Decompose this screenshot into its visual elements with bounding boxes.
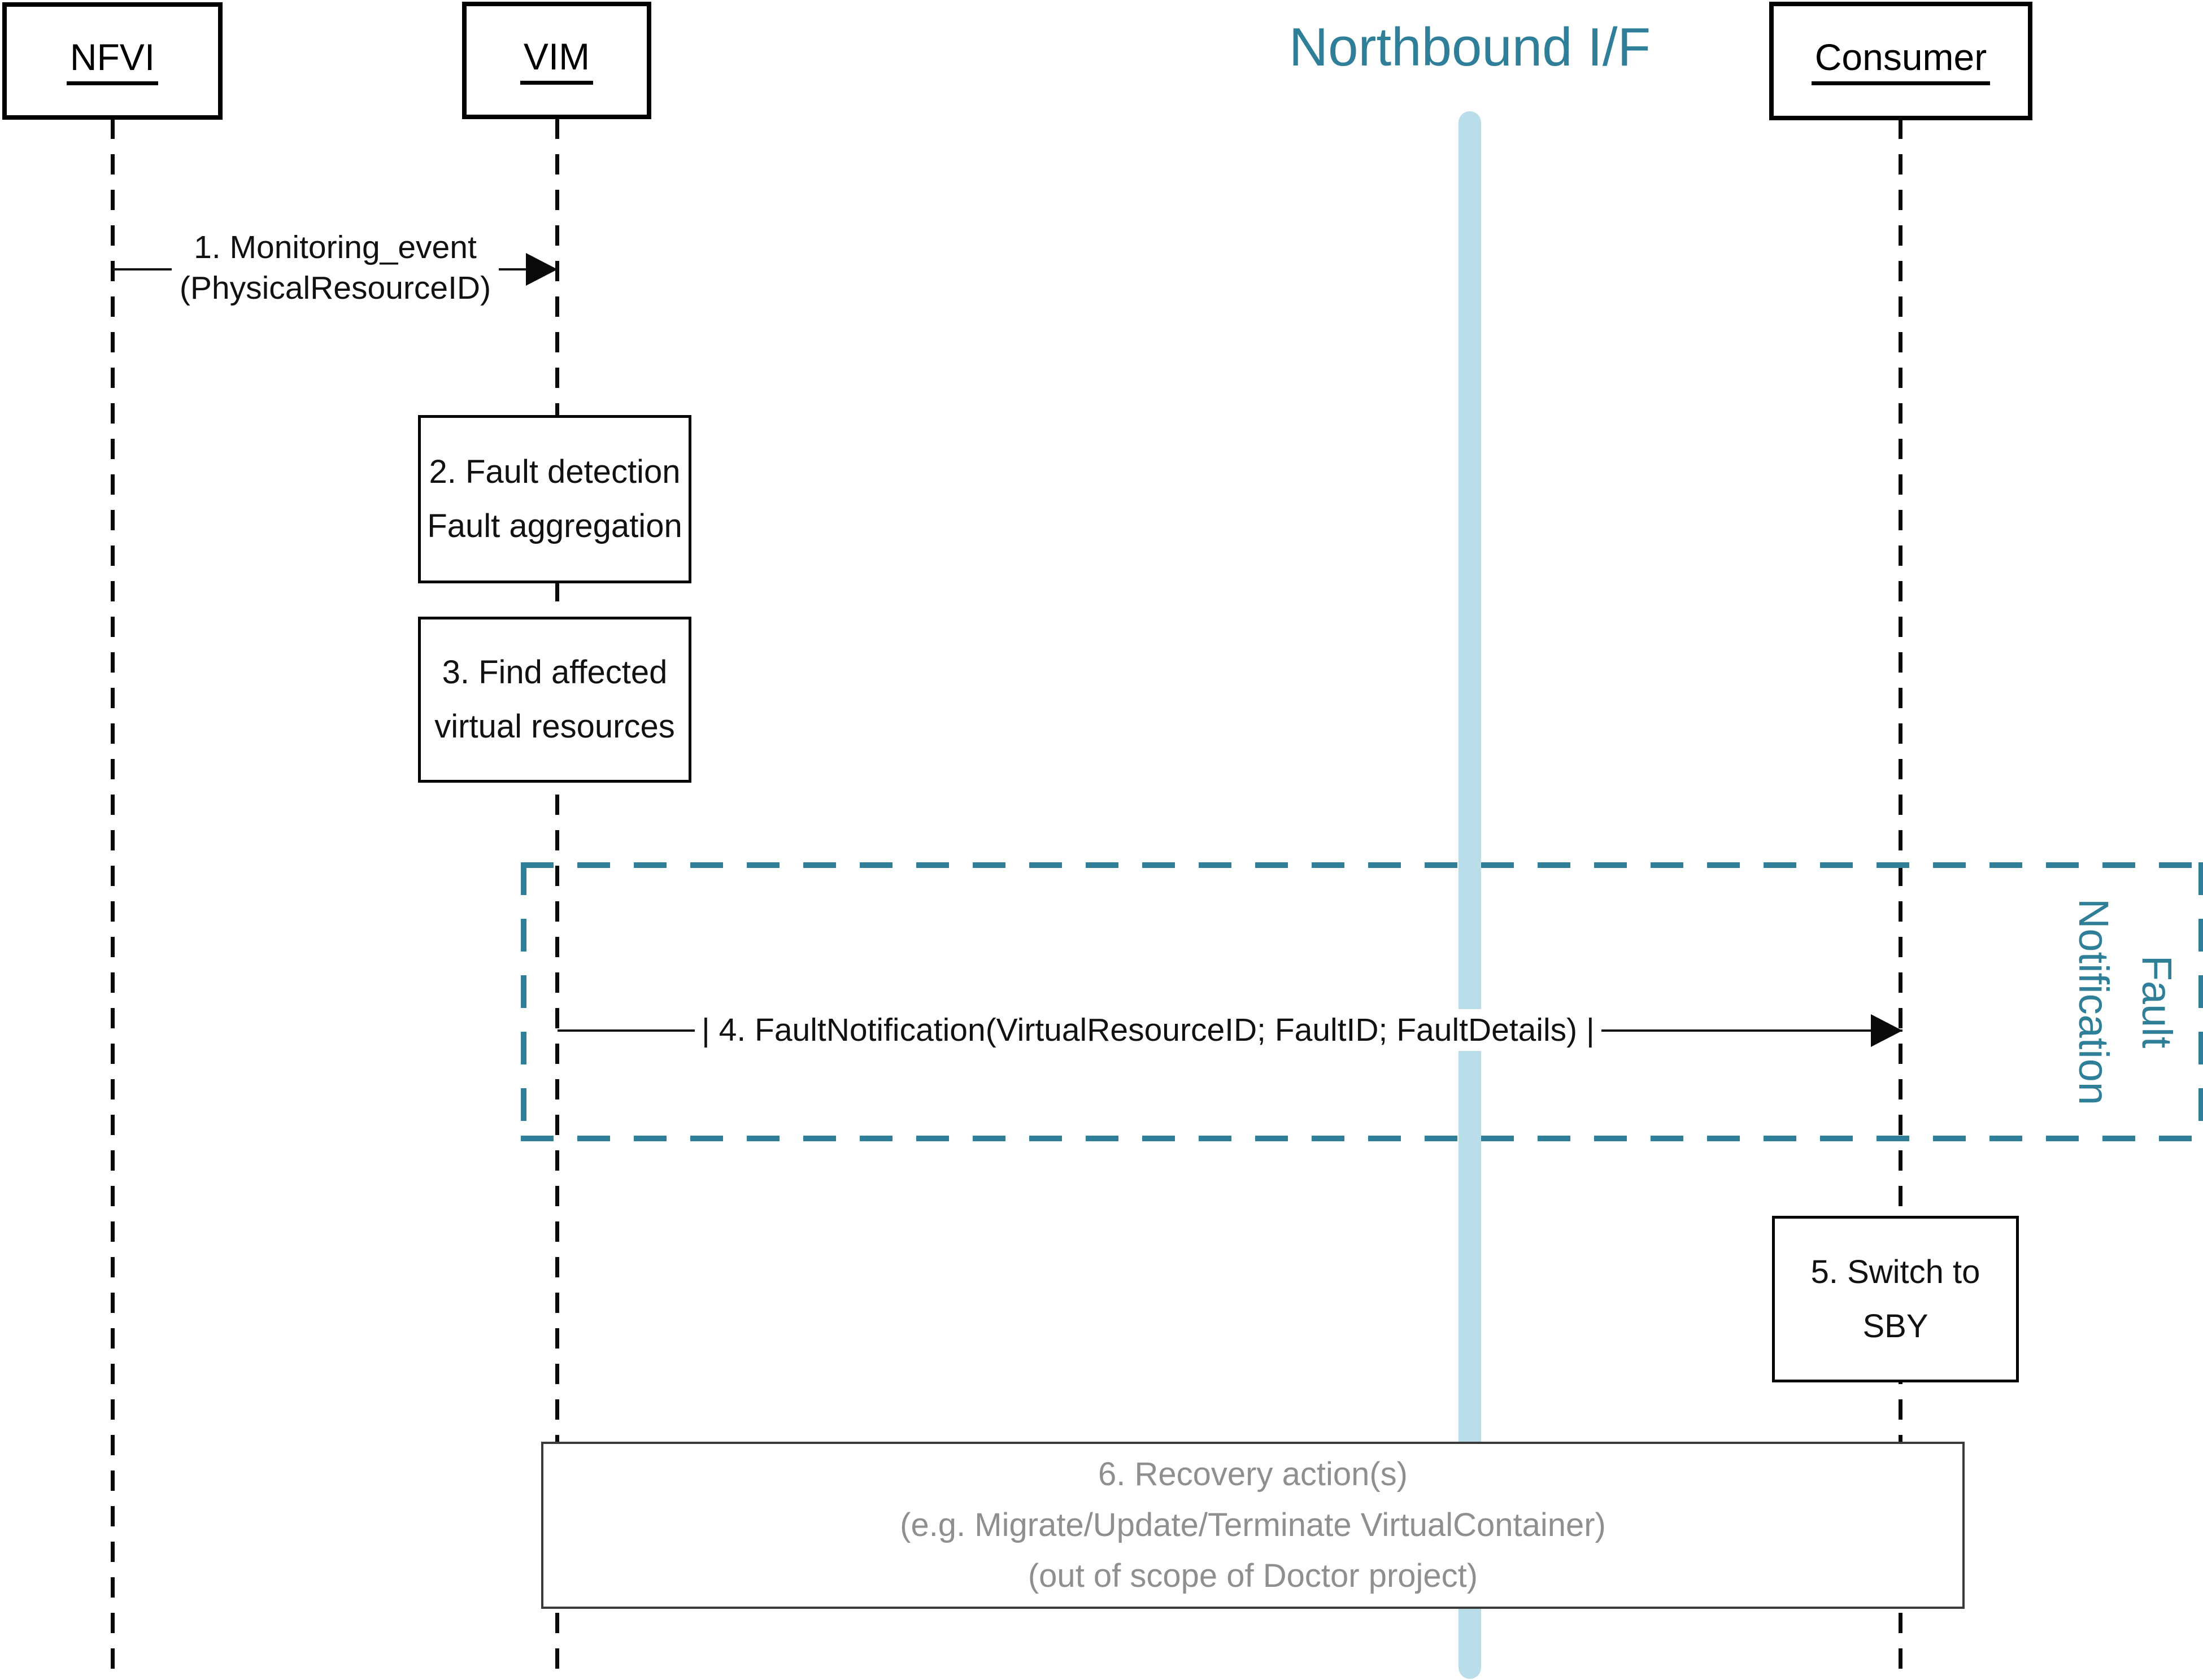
message-4-label: | 4. FaultNotification(VirtualResourceID… [695,1009,1601,1051]
box-3-line-2: virtual resources [434,708,675,745]
fault-notification-label-line2: Notification [2070,898,2117,1106]
box-3-line-1: 3. Find affected [442,654,668,691]
box-6-line-1: 6. Recovery action(s) [1098,1456,1408,1493]
process-box-5-switch-to-sby: 5. Switch to SBY [1772,1216,2019,1382]
lifeline-nfvi [111,119,115,1680]
fault-notification-label: Fault Notification [2057,832,2193,1171]
message-1-label-line2: (PhysicalResourceID) [179,270,491,306]
northbound-interface-line [1458,111,1481,1679]
actor-box-vim: VIM [462,2,651,119]
fault-notification-label-line1: Fault [2134,955,2180,1049]
box-2-line-2: Fault aggregation [427,508,682,544]
message-4-label-text: | 4. FaultNotification(VirtualResourceID… [695,1009,1601,1051]
actor-label-vim: VIM [520,36,594,85]
message-1-label-line1: 1. Monitoring_event [194,229,477,265]
message-1-label: 1. Monitoring_event (PhysicalResourceID) [113,226,558,309]
frame-edge-left [521,862,526,1141]
message-4-arrowhead-icon [1871,1014,1902,1047]
frame-edge-right [2198,862,2203,1141]
process-box-3-find-affected: 3. Find affected virtual resources [418,617,691,783]
process-box-6-recovery-actions: 6. Recovery action(s) (e.g. Migrate/Upda… [541,1442,1965,1609]
actor-box-consumer: Consumer [1769,2,2032,120]
frame-edge-bottom [521,1136,2203,1141]
frame-edge-top [521,862,2203,868]
diagram-title: Northbound I/F [1288,17,1651,77]
actor-label-nfvi: NFVI [66,37,159,85]
box-6-line-2: (e.g. Migrate/Update/Terminate VirtualCo… [900,1507,1606,1543]
process-box-2-fault-detection: 2. Fault detection Fault aggregation [418,415,691,583]
lifeline-vim [555,119,559,1680]
message-1-arrowhead-icon [526,253,558,286]
box-5-line-2: SBY [1862,1307,1928,1345]
box-2-line-1: 2. Fault detection [429,453,681,490]
actor-label-consumer: Consumer [1811,37,1991,85]
lifeline-consumer [1899,119,1902,1680]
box-6-line-3: (out of scope of Doctor project) [1028,1557,1478,1594]
actor-box-nfvi: NFVI [2,2,223,120]
box-5-line-1: 5. Switch to [1810,1253,1980,1290]
fault-notification-frame [521,862,2203,1141]
